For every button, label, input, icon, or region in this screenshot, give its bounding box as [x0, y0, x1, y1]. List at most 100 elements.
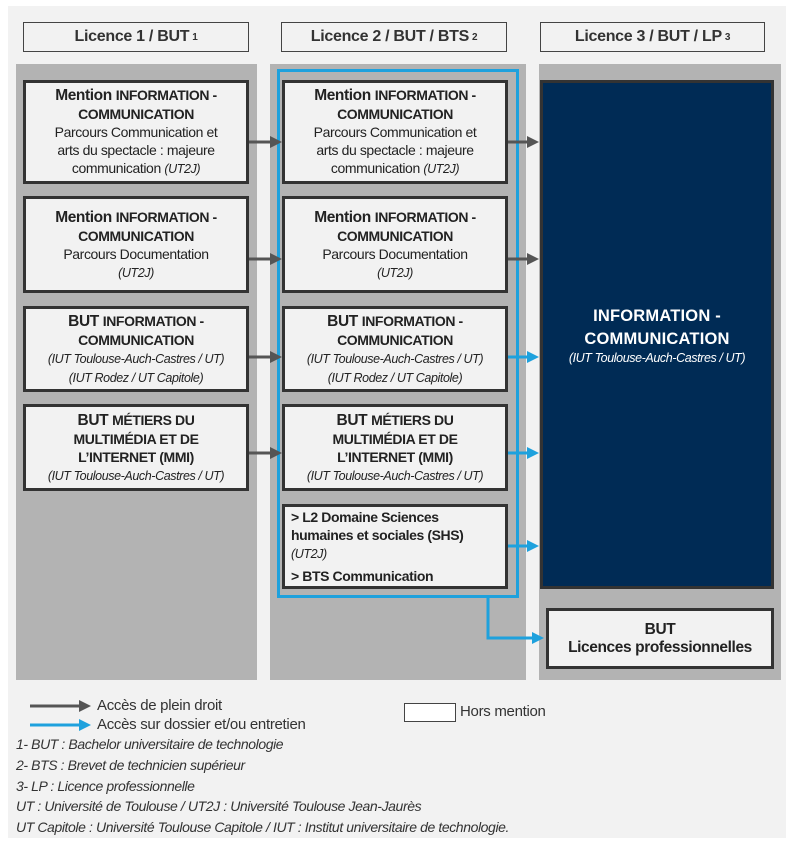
box-text: L’INTERNET (MMI): [78, 448, 194, 465]
selective-access-frame: [277, 69, 519, 598]
box-line: (IUT Rodez / UT Capitole): [327, 368, 463, 387]
box-line: Mention INFORMATION -: [55, 208, 217, 227]
box-line: MULTIMÉDIA ET DE: [332, 430, 457, 448]
box-line: COMMUNICATION: [337, 331, 453, 349]
footnote: UT Capitole : Université Toulouse Capito…: [16, 819, 510, 835]
box-line: (IUT Toulouse-Auch-Castres / UT): [47, 349, 225, 368]
box-text: COMMUNICATION: [78, 227, 194, 244]
box-line: arts du spectacle : majeure: [57, 141, 215, 159]
box-line: communication (UT2J): [71, 159, 201, 178]
box-line: (IUT Rodez / UT Capitole): [68, 368, 204, 387]
box-text: communication: [330, 160, 424, 176]
box-text: Parcours Communication et: [54, 124, 218, 140]
box-line: BUT INFORMATION -: [327, 312, 463, 331]
footnote-ref: 3: [724, 31, 731, 43]
box-line: COMMUNICATION: [78, 331, 194, 349]
l3-information-communication-box: INFORMATION - COMMUNICATION (IUT Toulous…: [540, 80, 774, 589]
box-line: > L2 Domaine Sciences: [291, 508, 439, 526]
box-line: Mention INFORMATION -: [314, 208, 476, 227]
box-text: (IUT Toulouse-Auch-Castres / UT): [47, 468, 225, 483]
box-text: (IUT Toulouse-Auch-Castres / UT): [47, 351, 225, 366]
box-text: COMMUNICATION: [337, 227, 453, 244]
box-text: COMMUNICATION: [78, 331, 194, 348]
box-text: humaines et sociales (SHS): [291, 527, 464, 543]
box-line: (UT2J): [118, 263, 154, 282]
footnote: 3- LP : Licence professionnelle: [16, 778, 195, 794]
box-line: humaines et sociales (SHS): [291, 526, 464, 544]
box-text: communication: [71, 160, 165, 176]
box-text: Parcours Documentation: [322, 245, 468, 262]
box-line: communication (UT2J): [330, 159, 460, 178]
box-line: (UT2J): [291, 544, 327, 563]
box-text: BUT: [327, 312, 362, 330]
box-line: MULTIMÉDIA ET DE: [73, 430, 198, 448]
box-line: COMMUNICATION: [78, 227, 194, 245]
pro-line-2: Licences professionnelles: [568, 638, 752, 656]
box-text: Mention: [55, 208, 116, 226]
box-line: L’INTERNET (MMI): [337, 448, 453, 466]
l3-institution: (IUT Toulouse-Auch-Castres / UT): [568, 351, 746, 365]
box-text: arts du spectacle : majeure: [316, 142, 474, 158]
but-licences-pro-box: BUT Licences professionnelles: [546, 608, 774, 669]
col2-program-box: > L2 Domaine Sciences humaines et sociale…: [282, 504, 508, 589]
box-line: Parcours Communication et: [314, 123, 477, 141]
box-line: BUT MÉTIERS DU: [78, 411, 195, 430]
box-text: MULTIMÉDIA ET DE: [73, 430, 199, 447]
box-text: (IUT Rodez / UT Capitole): [327, 370, 463, 385]
box-line: Parcours Documentation: [63, 245, 209, 263]
box-text: (UT2J): [291, 547, 327, 561]
box-text: (UT2J): [164, 162, 201, 176]
box-text: MÉTIERS DU: [112, 411, 195, 428]
legend-full-access: Accès de plein droit: [97, 697, 222, 714]
box-text: MÉTIERS DU: [371, 411, 454, 428]
box-line: Mention INFORMATION -: [314, 86, 476, 105]
box-text: INFORMATION -: [102, 312, 204, 329]
col1-program-box: Mention INFORMATION -COMMUNICATION Parcou…: [23, 80, 249, 184]
box-text: INFORMATION -: [374, 208, 476, 225]
box-line: Mention INFORMATION -: [55, 86, 217, 105]
box-line: (UT2J): [377, 263, 413, 282]
box-text: > BTS Communication: [291, 568, 434, 584]
box-text: (UT2J): [423, 162, 460, 176]
box-line: (IUT Toulouse-Auch-Castres / UT): [307, 466, 484, 485]
box-text: COMMUNICATION: [337, 106, 453, 122]
footnote: 1- BUT : Bachelor universitaire de techn…: [16, 736, 284, 752]
box-text: (IUT Rodez / UT Capitole): [68, 370, 204, 385]
box-text: INFORMATION -: [374, 87, 476, 103]
box-line: Parcours Communication et: [55, 123, 218, 141]
box-text: Parcours Documentation: [63, 245, 209, 262]
box-text: BUT: [77, 411, 113, 429]
col2-program-box: BUT INFORMATION -COMMUNICATION(IUT Toulo…: [282, 306, 508, 392]
box-line: L’INTERNET (MMI): [78, 448, 194, 466]
box-line: COMMUNICATION: [78, 105, 194, 123]
box-line: (IUT Toulouse-Auch-Castres / UT): [47, 466, 225, 485]
box-text: BUT: [68, 312, 103, 330]
legend-file-access: Accès sur dossier et/ou entretien: [97, 716, 306, 733]
footnote: UT : Université de Toulouse / UT2J : Uni…: [16, 798, 422, 814]
box-line: Parcours Documentation: [322, 245, 468, 263]
box-text: BUT: [336, 411, 372, 429]
box-line: BUT MÉTIERS DU: [337, 411, 454, 430]
l3-title-line-1: INFORMATION -: [593, 307, 721, 325]
file-access-arrow: [486, 597, 544, 644]
box-text: INFORMATION -: [115, 87, 217, 103]
box-text: INFORMATION -: [115, 208, 217, 225]
box-line: BUT INFORMATION -: [68, 312, 204, 331]
box-line: arts du spectacle : majeure: [316, 141, 474, 159]
box-text: INFORMATION -: [361, 312, 463, 329]
box-text: L’INTERNET (MMI): [337, 448, 453, 465]
header-label: Licence 3 / BUT / LP: [574, 28, 722, 45]
box-text: COMMUNICATION: [78, 106, 194, 122]
box-text: (UT2J): [118, 265, 154, 280]
box-text: arts du spectacle : majeure: [57, 142, 215, 158]
box-text: Mention: [314, 208, 375, 226]
box-text: > L2 Domaine Sciences: [291, 509, 439, 525]
box-line: (IUT Toulouse-Auch-Castres / UT): [307, 349, 484, 368]
